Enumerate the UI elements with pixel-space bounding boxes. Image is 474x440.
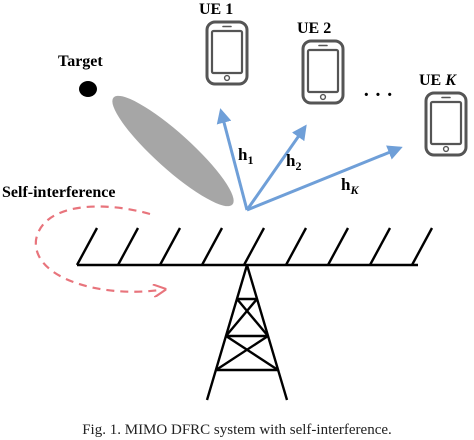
- antenna-array: [75, 227, 434, 267]
- self-interference-label: Self-interference: [2, 184, 115, 201]
- target-label: Target: [58, 53, 103, 70]
- channel-label-hk: hK: [341, 175, 359, 197]
- ue-ellipsis: · · ·: [363, 84, 393, 106]
- tower-icon: [205, 264, 289, 401]
- channel-label-h1: h1: [238, 145, 253, 167]
- figure-caption: Fig. 1. MIMO DFRC system with self-inter…: [82, 422, 392, 438]
- target-dot: [79, 81, 97, 97]
- channel-label-h2: h2: [286, 151, 301, 173]
- radar-beam: [112, 95, 234, 207]
- ue-2-label: UE 2: [297, 20, 331, 37]
- self-interference-arrow: [34, 205, 160, 292]
- channel-arrow-h1: [216, 108, 249, 211]
- ue-2-phone-icon: [301, 39, 345, 105]
- ue-k-label: UE K: [419, 72, 457, 89]
- channel-arrow-hk: [246, 145, 403, 212]
- channel-arrow-h2: [245, 124, 307, 211]
- ue-1-label: UE 1: [199, 1, 233, 18]
- ue-1-phone-icon: [205, 20, 249, 86]
- ue-k-phone-icon: [424, 91, 468, 157]
